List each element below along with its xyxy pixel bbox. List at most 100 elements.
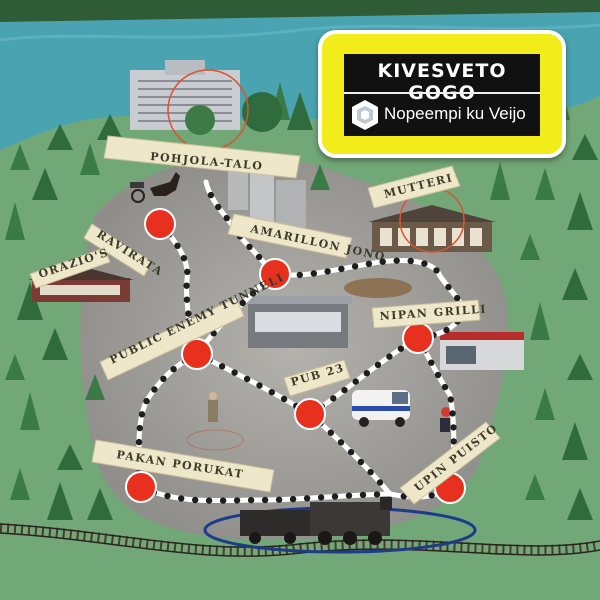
pine-tree xyxy=(5,354,25,380)
route-dot xyxy=(454,294,461,302)
route-dot xyxy=(449,410,456,417)
stop-pub23[interactable] xyxy=(294,398,326,430)
pine-tree xyxy=(287,92,313,130)
plaza-ground xyxy=(80,156,509,540)
route-dot xyxy=(428,359,435,366)
label-nipan: NIPAN GRILLI xyxy=(371,299,487,329)
apartment-blocks xyxy=(228,160,306,228)
pine-tree xyxy=(32,168,58,200)
route-dot xyxy=(352,378,359,385)
pine-tree xyxy=(525,474,545,500)
pine-tree xyxy=(535,168,555,200)
route-dot xyxy=(231,369,238,376)
route-dot xyxy=(192,496,199,504)
route-dot xyxy=(433,267,440,274)
route-dot xyxy=(379,258,386,265)
route-dot xyxy=(136,424,143,432)
route-dot xyxy=(365,260,373,267)
pine-tree xyxy=(310,164,330,190)
nipan-grilli-building xyxy=(440,332,524,370)
route-dot xyxy=(376,479,384,486)
route-dot xyxy=(386,353,393,360)
route-dot xyxy=(341,386,348,394)
route-dot xyxy=(215,203,222,211)
route-dot xyxy=(135,438,143,446)
pohjola-building xyxy=(130,60,282,151)
route-dot xyxy=(434,371,442,379)
stop-pakan[interactable] xyxy=(125,471,157,503)
pine-tree xyxy=(5,202,25,240)
pine-tree xyxy=(85,374,105,400)
railway-track xyxy=(0,523,600,557)
route-dot xyxy=(359,491,367,499)
route-dot xyxy=(164,492,171,500)
route-dot xyxy=(310,270,317,277)
stops xyxy=(125,208,466,504)
route-dot xyxy=(180,255,188,262)
route-dot xyxy=(184,268,191,275)
route-dot xyxy=(205,497,213,504)
badge-divider xyxy=(344,92,540,94)
route-dot xyxy=(421,260,428,267)
route-dot xyxy=(233,497,241,504)
route-dot xyxy=(178,495,185,502)
route-dot xyxy=(331,493,339,500)
route-dot xyxy=(317,494,325,501)
route-dot xyxy=(441,383,449,391)
pine-tree xyxy=(562,268,588,300)
route-dot xyxy=(450,438,457,445)
pine-tree xyxy=(535,388,555,420)
police-van-icon xyxy=(352,390,410,427)
badge-subtitle: Nopeempi ku Veijo xyxy=(384,104,526,123)
route-dot xyxy=(330,395,337,402)
elderly-person-figure xyxy=(186,392,244,451)
pine-tree xyxy=(97,114,123,140)
tunneli-building xyxy=(244,296,352,348)
route-dot xyxy=(239,299,246,307)
pine-tree xyxy=(17,282,43,320)
branch-pile xyxy=(344,278,412,298)
hexagon-logo-icon xyxy=(352,100,378,130)
route-dot xyxy=(219,497,227,504)
stop-amarillon[interactable] xyxy=(259,258,291,290)
route-dot xyxy=(247,496,255,504)
pine-tree xyxy=(530,302,550,340)
route-dot xyxy=(324,268,331,275)
running-kid-figure xyxy=(440,407,451,432)
route-dot xyxy=(428,492,435,499)
route-dot xyxy=(337,439,345,446)
route-dot xyxy=(218,363,226,370)
route-dot xyxy=(143,397,150,405)
stop-nipan[interactable] xyxy=(402,322,434,354)
pine-tree xyxy=(567,192,593,230)
route-dot xyxy=(338,265,345,273)
route-dot xyxy=(363,370,370,377)
route-dot xyxy=(347,448,355,456)
stop-ravirata[interactable] xyxy=(144,208,176,240)
pine-tree xyxy=(572,134,598,160)
route-dot xyxy=(183,296,191,303)
route-dot xyxy=(160,375,167,382)
route-dot xyxy=(249,290,257,297)
route-dot xyxy=(207,191,215,199)
route-dot xyxy=(374,361,382,368)
route-dot xyxy=(296,271,303,279)
route-dot xyxy=(289,495,297,503)
pine-tree xyxy=(520,234,540,260)
route-dot xyxy=(210,330,217,337)
pine-tree xyxy=(57,444,83,470)
route-dot xyxy=(170,366,177,373)
route-dot xyxy=(185,310,192,317)
pine-tree xyxy=(42,328,68,360)
stop-publicenemy[interactable] xyxy=(181,338,213,370)
pine-tree xyxy=(47,482,73,520)
pine-tree xyxy=(10,144,30,170)
train-icon xyxy=(240,494,392,545)
pine-tree xyxy=(20,392,40,430)
route-dot xyxy=(275,496,283,503)
route-dot xyxy=(327,429,334,436)
route-dot xyxy=(393,257,400,264)
route-dot xyxy=(345,492,353,499)
title-badge-inner: KIVESVETO GOGO Nopeempi ku Veijo xyxy=(344,54,540,136)
